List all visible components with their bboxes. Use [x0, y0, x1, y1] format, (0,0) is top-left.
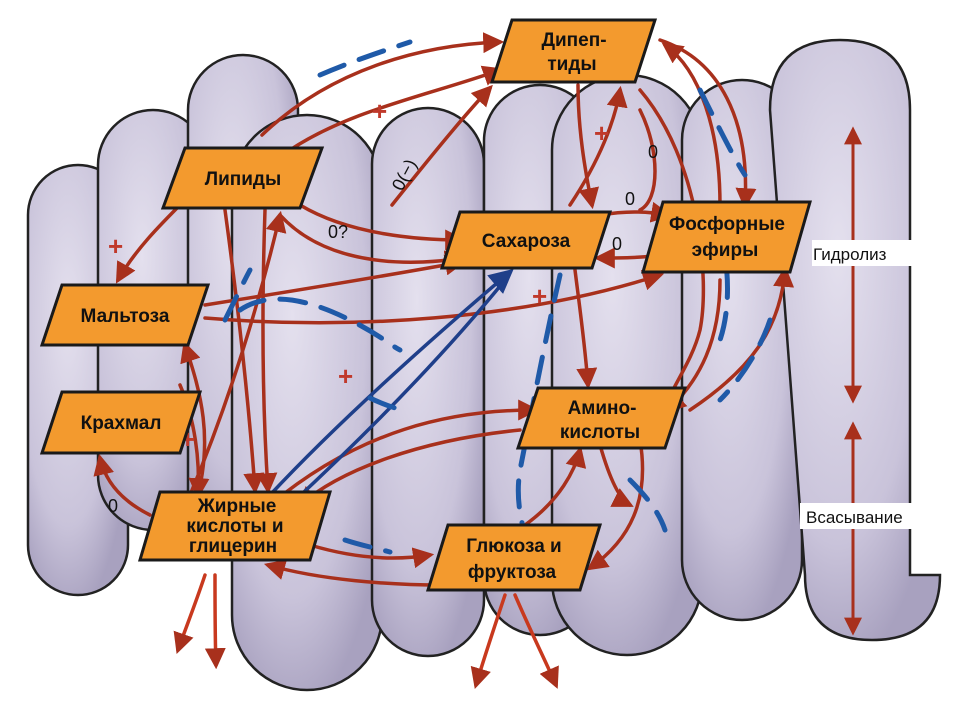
node-phosphoric-label-2: эфиры: [692, 240, 759, 261]
node-sucrose-label: Сахароза: [482, 231, 571, 252]
dashed-right-upper: [697, 87, 748, 178]
arrow-lipids-fatty-2: [223, 208, 265, 495]
arrow-fatty-amino: [268, 399, 540, 507]
arrow-glucose-amino: [523, 445, 587, 527]
arrow-fatty-lipids: [188, 210, 287, 497]
node-lipids-label: Липиды: [205, 169, 281, 190]
node-glucose-label-2: фруктоза: [468, 562, 557, 583]
arrow-sucrose-amino: [573, 268, 598, 390]
arrow-sucrose-right-loop: [638, 108, 657, 212]
arrow-lipids-dipeptides: [260, 32, 505, 137]
node-sucrose: [439, 210, 613, 270]
plus-mark-2: +: [372, 96, 387, 126]
dashed-fatty-glucose: [342, 537, 393, 555]
arrow-lipids-sucrose: [298, 203, 467, 251]
node-dipeptides: [489, 18, 658, 84]
node-fatty: [137, 490, 333, 562]
node-amino: [515, 386, 688, 450]
arrow-glucose-fatty: [263, 559, 442, 587]
node-starch-label: Крахмал: [81, 413, 162, 434]
node-lipids: [160, 146, 325, 210]
process-label-bg: [800, 240, 950, 529]
nodes-layer: [39, 18, 812, 592]
node-dipeptides-label-1: Дипеп-: [541, 30, 606, 51]
absorption-label: Всасывание: [806, 508, 903, 527]
arrow-maltose-phosphoric: [203, 270, 664, 325]
node-dipeptides-label-2: тиды: [547, 54, 596, 75]
plus-mark-1: +: [108, 231, 123, 261]
arrow-fatty-maltose: [180, 341, 207, 507]
arrow-amino-glucose-2: [598, 443, 634, 507]
node-amino-label-2: кислоты: [560, 422, 640, 443]
node-glucose-label-1: Глюкоза и: [466, 536, 561, 557]
outflow-glucose-1: [470, 593, 507, 690]
zero-mark-2: 0: [625, 189, 635, 209]
node-fatty-label-1: Жирные: [197, 496, 277, 517]
node-glucose: [425, 523, 603, 592]
node-fatty-label-3: глицерин: [189, 536, 277, 557]
outflow-arrows: [173, 573, 559, 690]
blue-arrow-fatty-sucrose-2: [288, 278, 507, 507]
node-fatty-label-2: кислоты и: [186, 516, 283, 537]
outflow-fatty-2: [204, 573, 226, 670]
dashed-amino-low: [627, 477, 668, 533]
dashed-center: [237, 296, 403, 353]
zero-q-mark: 0?: [328, 222, 348, 242]
arrow-amino-glucose: [586, 438, 645, 571]
node-phosphoric-label-1: Фосфорные: [669, 214, 785, 235]
node-labels: Дипеп- тиды Липиды Сахароза Фосфорные эф…: [81, 30, 785, 583]
arrow-lipids-dipeptides-2: [288, 65, 504, 152]
hydrolysis-label: Гидролиз: [813, 245, 887, 264]
zero-mark-3: 0: [612, 234, 622, 254]
zero-mark-1: 0: [648, 142, 658, 162]
node-phosphoric: [641, 200, 812, 274]
dashed-top: [317, 39, 413, 78]
arrow-maltose-sucrose: [203, 254, 467, 307]
blue-arrow-fatty-sucrose: [268, 268, 514, 497]
plus-marks: + + + + + +: [108, 96, 609, 454]
node-starch: [39, 390, 203, 455]
plus-mark-3: +: [594, 118, 609, 148]
arrow-lipids-fatty: [256, 208, 278, 495]
node-amino-label-1: Амино-: [568, 398, 637, 419]
dashed-left: [222, 267, 253, 323]
arrow-dipeptides-sucrose: [576, 83, 600, 210]
dashed-right-low: [717, 317, 773, 403]
arrow-sucrose-dipeptides: [568, 85, 628, 207]
blue-arrows: [268, 268, 514, 507]
arrow-fatty-starch: [93, 453, 152, 517]
arrow-fatty-glucose: [308, 543, 435, 569]
plus-mark-4: +: [532, 281, 547, 311]
outflow-fatty-1: [173, 573, 207, 654]
arrow-zero-minus: [390, 84, 493, 207]
zero-mark-4: 0: [108, 496, 118, 516]
node-maltose-label: Мальтоза: [81, 306, 170, 327]
outflow-glucose-2: [513, 593, 559, 689]
dashed-mid-short: [367, 395, 398, 411]
plus-mark-6: +: [338, 361, 353, 391]
node-maltose: [39, 283, 211, 347]
arrow-amino-phosphoric: [688, 265, 795, 412]
villi-layer: [26, 38, 942, 692]
